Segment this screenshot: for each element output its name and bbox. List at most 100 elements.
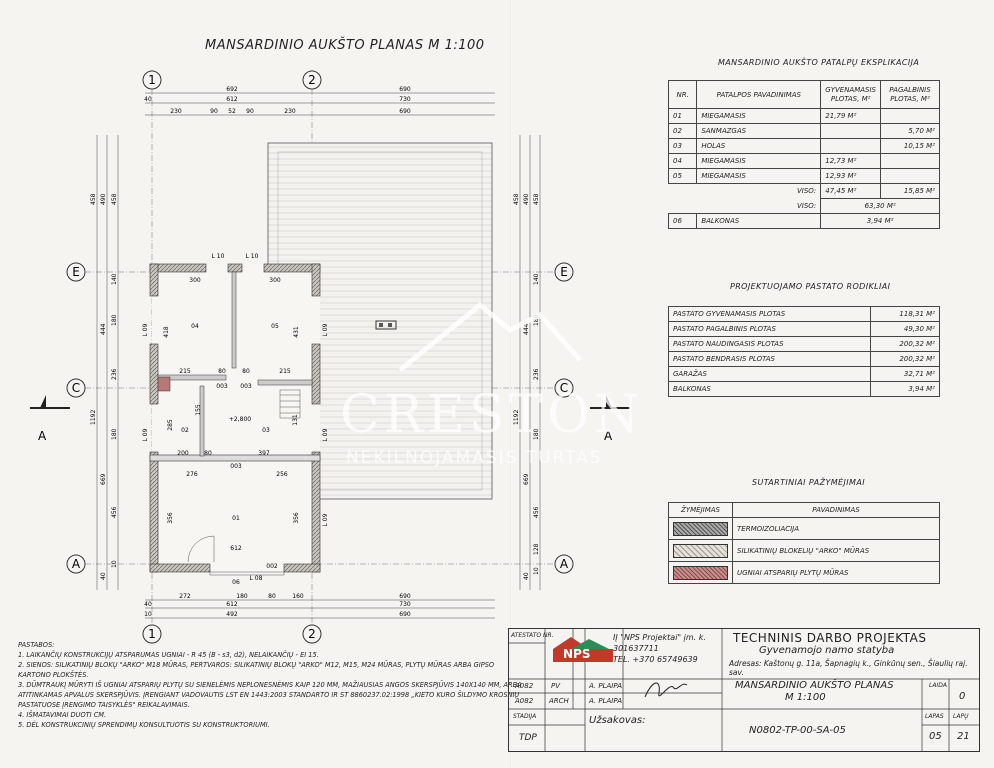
svg-text:140: 140 xyxy=(111,273,118,285)
svg-text:003: 003 xyxy=(216,383,228,390)
watermark-brand: CRESTON xyxy=(340,385,644,445)
svg-text:L 09: L 09 xyxy=(322,513,329,526)
svg-text:180: 180 xyxy=(236,593,248,600)
svg-text:52: 52 xyxy=(228,108,236,115)
svg-text:215: 215 xyxy=(179,368,191,375)
svg-text:L 09: L 09 xyxy=(322,428,329,441)
svg-text:397: 397 xyxy=(258,450,270,457)
section-label-right: A xyxy=(604,429,613,443)
svg-text:612: 612 xyxy=(226,96,238,103)
axis-C-right: C xyxy=(560,381,568,395)
swatch-silicate xyxy=(673,543,728,558)
axis-E-right: E xyxy=(560,265,568,279)
svg-text:80: 80 xyxy=(218,368,226,375)
svg-text:90: 90 xyxy=(246,108,254,115)
plan-title: MANSARDINIO AUKŠTO PLANAS M 1:100 xyxy=(205,38,485,53)
axis-A-left: A xyxy=(72,557,81,571)
svg-text:458: 458 xyxy=(513,193,520,205)
svg-text:L 09: L 09 xyxy=(322,323,329,336)
svg-text:612: 612 xyxy=(226,601,238,608)
svg-text:160: 160 xyxy=(292,593,304,600)
table-row: TERMOIZOLIACIJA xyxy=(668,517,940,540)
edition-value: 0 xyxy=(959,691,966,702)
paper-fold xyxy=(510,0,512,768)
col-aux: PAGALBINIS PLOTAS, M² xyxy=(880,80,940,109)
svg-text:730: 730 xyxy=(399,96,411,103)
svg-text:285: 285 xyxy=(167,419,174,431)
svg-text:40: 40 xyxy=(144,601,152,608)
svg-text:356: 356 xyxy=(167,512,174,524)
svg-text:003: 003 xyxy=(230,463,242,470)
axis-2-top: 2 xyxy=(308,73,316,87)
svg-text:01: 01 xyxy=(232,515,240,522)
svg-text:669: 669 xyxy=(100,473,107,485)
col-name: PATALPOS PAVADINIMAS xyxy=(696,80,822,109)
svg-text:456: 456 xyxy=(533,506,540,518)
svg-text:40: 40 xyxy=(523,572,530,580)
document-number: N0802-TP-00-SA-05 xyxy=(749,725,846,736)
sheet-number: 05 xyxy=(929,731,942,742)
sheet-scale: M 1:100 xyxy=(785,692,826,703)
svg-text:L 10: L 10 xyxy=(212,253,225,260)
svg-text:356: 356 xyxy=(293,512,300,524)
axis-C-left: C xyxy=(72,381,80,395)
svg-text:456: 456 xyxy=(111,506,118,518)
company-tel: TEL. +370 65749639 xyxy=(613,655,698,664)
svg-text:L 08: L 08 xyxy=(250,575,263,582)
svg-text:272: 272 xyxy=(179,593,191,600)
svg-text:02: 02 xyxy=(181,427,189,434)
svg-text:128: 128 xyxy=(533,543,540,555)
project-name: Gyvenamojo namo statyba xyxy=(759,645,895,656)
svg-text:80: 80 xyxy=(242,368,250,375)
svg-text:180: 180 xyxy=(533,428,540,440)
svg-text:490: 490 xyxy=(523,193,530,205)
chimney-icon xyxy=(375,320,397,330)
svg-text:L 10: L 10 xyxy=(246,253,259,260)
svg-text:236: 236 xyxy=(533,368,540,380)
sheet-count: 21 xyxy=(957,731,970,742)
svg-text:L 09: L 09 xyxy=(142,428,149,441)
svg-text:40: 40 xyxy=(100,572,107,580)
signature xyxy=(644,682,688,698)
svg-text:418: 418 xyxy=(163,326,170,338)
atestato-label: ATESTATO NR. xyxy=(511,632,554,639)
explication-table: NR. PATALPOS PAVADINIMAS GYVENAMASIS PLO… xyxy=(667,80,940,229)
axis-E-left: E xyxy=(72,265,80,279)
svg-text:458: 458 xyxy=(90,193,97,205)
section-marks: A A xyxy=(30,395,630,443)
table-row: SILIKATINIŲ BLOKELIŲ "ARKO" MŪRAS xyxy=(668,539,940,562)
nps-logo: NPS xyxy=(549,635,619,669)
svg-text:06: 06 xyxy=(232,579,240,586)
svg-text:40: 40 xyxy=(144,96,152,103)
project-type: TECHNINIS DARBO PROJEKTAS xyxy=(733,631,927,645)
svg-text:690: 690 xyxy=(399,611,411,618)
svg-text:10: 10 xyxy=(144,611,152,618)
col-nr: NR. xyxy=(667,80,698,109)
table-row: UGNIAI ATSPARIŲ PLYTŲ MŪRAS xyxy=(668,561,940,584)
svg-text:180: 180 xyxy=(533,314,540,326)
axis-1-bottom: 1 xyxy=(148,627,156,641)
svg-text:300: 300 xyxy=(189,277,201,284)
project-address: Adresas: Kaštonų g. 11a, Šapnagių k., Gi… xyxy=(729,659,968,677)
svg-text:215: 215 xyxy=(279,368,291,375)
svg-text:003: 003 xyxy=(240,383,252,390)
svg-text:444: 444 xyxy=(523,323,530,335)
swatch-thermal xyxy=(673,521,728,536)
svg-text:230: 230 xyxy=(284,108,296,115)
side-dimension-text: 458 490 458 140 180 444 236 1192 180 669… xyxy=(90,193,540,580)
axis-A-right: A xyxy=(560,557,569,571)
